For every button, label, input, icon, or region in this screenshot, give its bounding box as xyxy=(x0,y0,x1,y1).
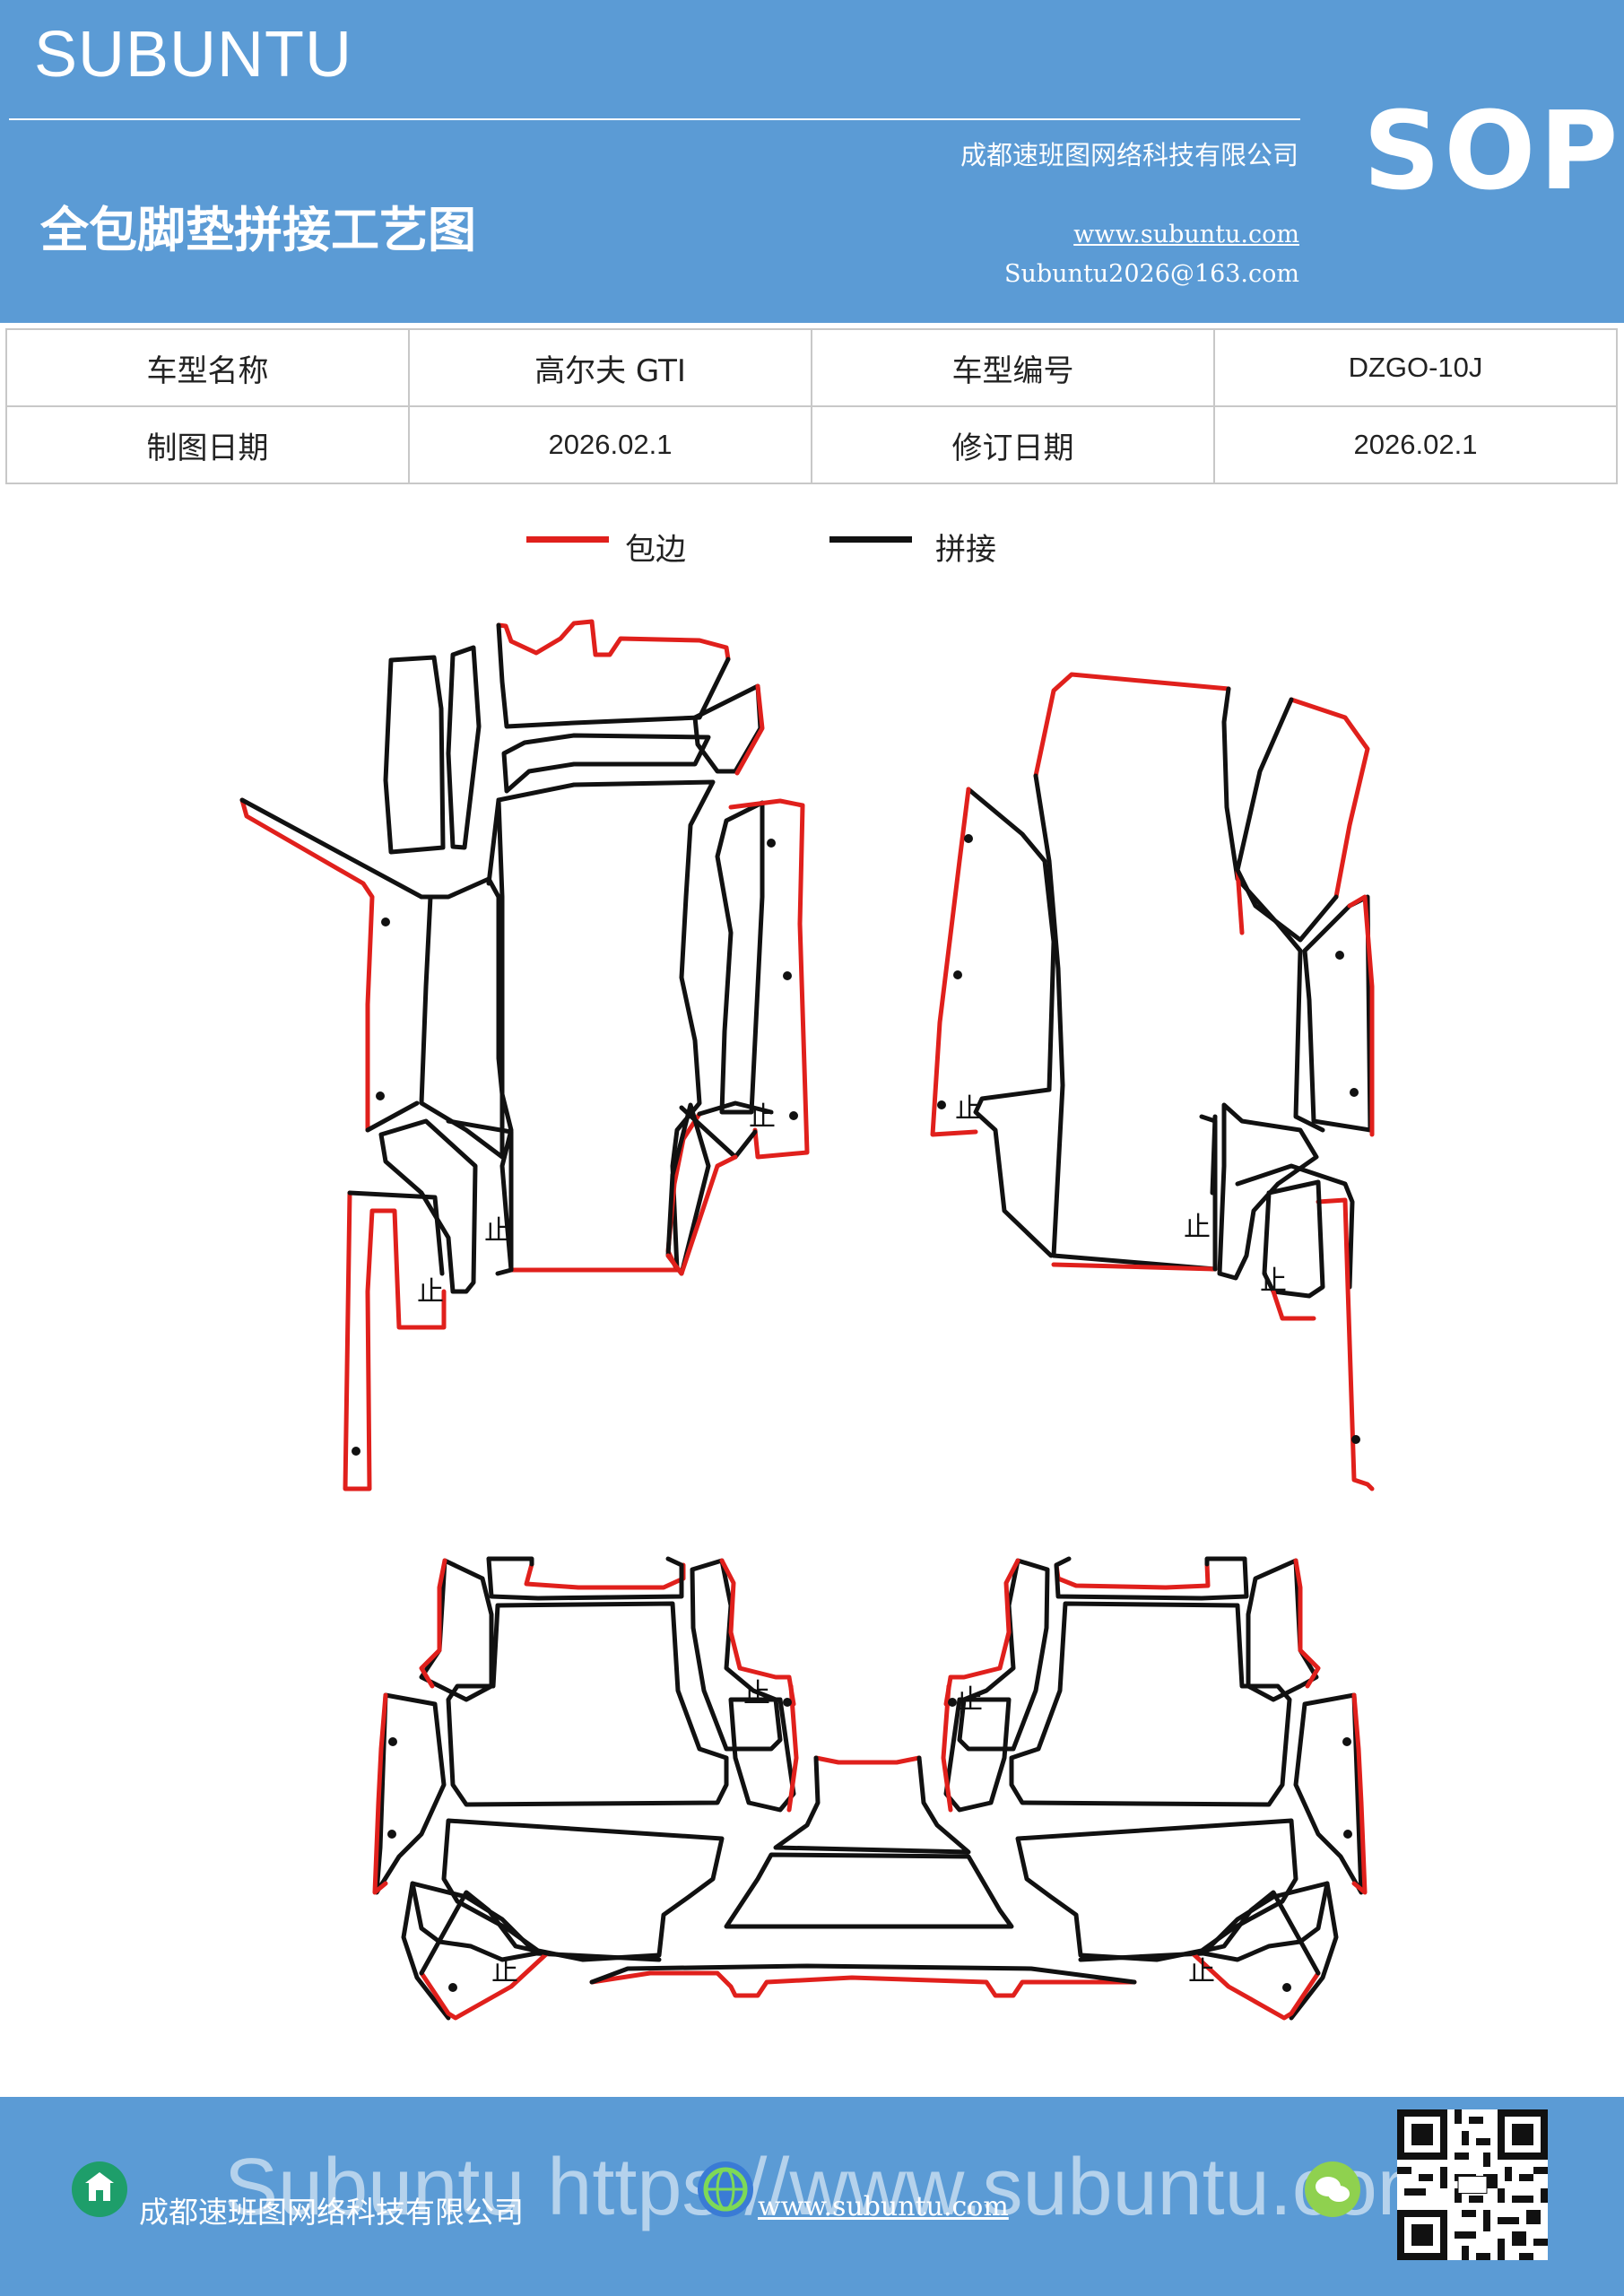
globe-icon xyxy=(698,2161,753,2217)
legend: 包边 拼接 xyxy=(0,525,1624,570)
table-row: 车型名称 高尔夫 GTI 车型编号 DZGO-10J xyxy=(5,328,1618,407)
rear-left-mat: 止 止 xyxy=(372,1556,799,2021)
stop-mark: 止 xyxy=(956,1684,983,1716)
front-right-mat: 止 止 止 xyxy=(930,672,1375,1492)
brand-name: SUBUNTU xyxy=(34,19,353,91)
building-icon xyxy=(72,2161,127,2217)
wechat-icon xyxy=(1305,2161,1360,2217)
stop-mark: 止 xyxy=(1184,1212,1211,1243)
front-left-mat: 止 止 止 xyxy=(239,619,810,1492)
joint-legend-label: 拼接 xyxy=(935,532,996,568)
stop-mark: 止 xyxy=(1260,1265,1287,1297)
model-name-label: 车型名称 xyxy=(5,328,410,407)
sop-badge: SOP xyxy=(1363,90,1622,214)
model-code-label: 车型编号 xyxy=(811,328,1215,407)
footer-banner: Subuntu https://www.subuntu.com 成都速班图网络科… xyxy=(0,2097,1624,2296)
footer-company: 成都速班图网络科技有限公司 xyxy=(139,2195,524,2230)
stop-mark: 止 xyxy=(491,1956,518,1987)
stop-mark: 止 xyxy=(749,1101,776,1133)
model-code-value: DZGO-10J xyxy=(1213,328,1618,407)
header-divider xyxy=(9,118,1300,120)
website-link[interactable]: www.subuntu.com xyxy=(1073,221,1299,248)
qr-code[interactable] xyxy=(1397,2109,1548,2260)
header-banner: SUBUNTU 成都速班图网络科技有限公司 全包脚垫拼接工艺图 www.subu… xyxy=(0,0,1624,323)
model-name-value: 高尔夫 GTI xyxy=(408,328,812,407)
rear-right-mat: 止 止 xyxy=(941,1556,1368,2021)
footer-website-link[interactable]: www.subuntu.com xyxy=(758,2191,1009,2222)
stop-mark: 止 xyxy=(1188,1956,1215,1987)
edge-legend-label: 包边 xyxy=(625,532,686,568)
stop-mark: 止 xyxy=(955,1093,982,1125)
vehicle-info-table: 车型名称 高尔夫 GTI 车型编号 DZGO-10J 制图日期 2026.02.… xyxy=(5,328,1618,484)
joint-legend-swatch xyxy=(829,536,912,543)
stop-mark: 止 xyxy=(484,1215,511,1247)
stop-mark: 止 xyxy=(417,1276,444,1308)
rear-center-mat xyxy=(589,1755,1137,1998)
table-row: 制图日期 2026.02.1 修订日期 2026.02.1 xyxy=(5,405,1618,484)
edge-legend-swatch xyxy=(526,536,609,543)
stop-mark: 止 xyxy=(743,1678,770,1709)
revise-date-label: 修订日期 xyxy=(811,405,1215,484)
page-title: 全包脚垫拼接工艺图 xyxy=(40,202,476,258)
contact-email[interactable]: Subuntu2026@163.com xyxy=(1004,260,1299,288)
footer-watermark: Subuntu https://www.subuntu.com xyxy=(224,2143,1445,2232)
company-name: 成都速班图网络科技有限公司 xyxy=(960,140,1298,170)
revise-date-value: 2026.02.1 xyxy=(1213,405,1618,484)
draw-date-value: 2026.02.1 xyxy=(408,405,812,484)
draw-date-label: 制图日期 xyxy=(5,405,410,484)
